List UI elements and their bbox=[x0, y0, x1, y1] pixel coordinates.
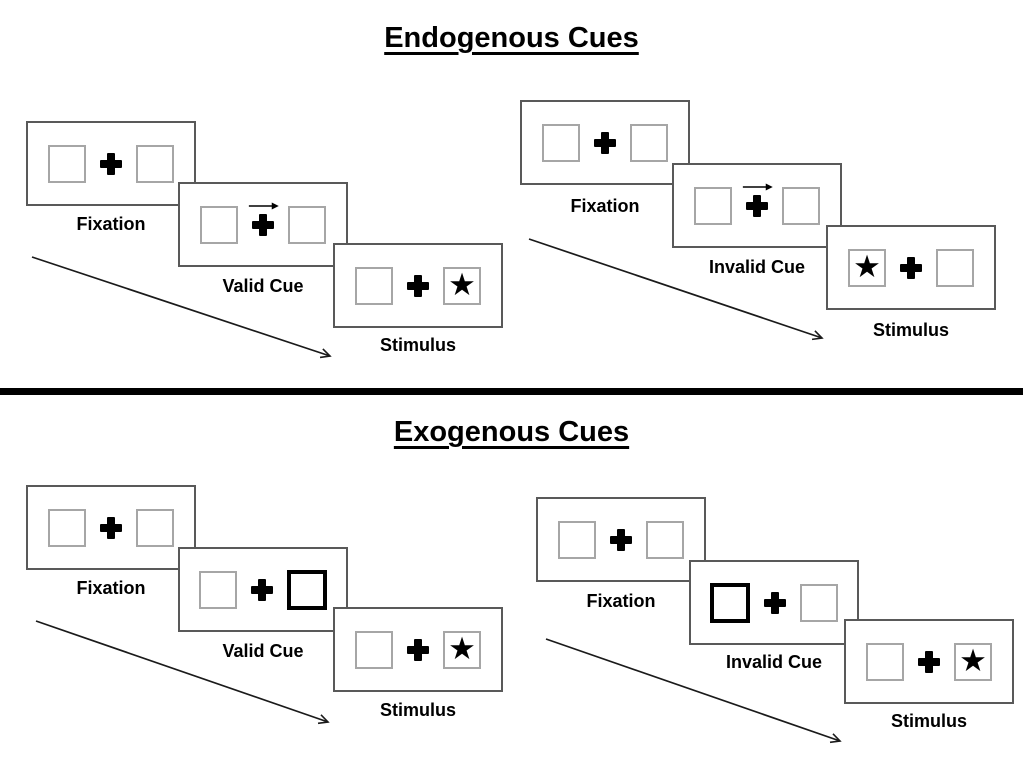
slide-label: Fixation bbox=[76, 214, 146, 234]
time-arrow-endogenous-valid bbox=[31, 256, 332, 359]
left-placeholder-box bbox=[48, 508, 86, 547]
slide-label: Valid Cue bbox=[222, 276, 304, 296]
fixation-cross-icon bbox=[900, 256, 922, 279]
exogenous-cue-box-left bbox=[710, 582, 750, 623]
fixation-cross-icon bbox=[407, 274, 429, 297]
fixation-cross-wrap bbox=[251, 578, 273, 601]
star-icon: ★ bbox=[959, 643, 987, 678]
display-row bbox=[558, 520, 684, 559]
fixation-cross-wrap bbox=[100, 516, 122, 539]
star-icon: ★ bbox=[448, 267, 476, 302]
fixation-cross-wrap bbox=[918, 650, 940, 673]
display-row: ★ bbox=[355, 266, 481, 305]
display-row: ★ bbox=[866, 642, 992, 681]
display-row bbox=[542, 123, 668, 162]
fixation-cross-icon bbox=[610, 528, 632, 551]
slide-label: Stimulus bbox=[890, 711, 967, 731]
slide-label: Fixation bbox=[570, 196, 640, 216]
left-placeholder-box bbox=[355, 266, 393, 305]
fixation-cross-icon bbox=[764, 591, 786, 614]
section-divider bbox=[0, 388, 1023, 395]
exogenous-invalid-stimulus-slide: ★ bbox=[844, 619, 1014, 704]
fixation-cross-wrap bbox=[407, 638, 429, 661]
right-placeholder-box bbox=[136, 508, 174, 547]
fixation-cross-icon bbox=[594, 131, 616, 154]
star-icon: ★ bbox=[853, 249, 881, 284]
right-placeholder-box bbox=[136, 144, 174, 183]
exogenous-valid-stimulus-slide: ★ bbox=[333, 607, 503, 692]
exogenous-invalid-fixation-slide bbox=[536, 497, 706, 582]
star-stimulus-box: ★ bbox=[443, 266, 481, 305]
star-stimulus-box: ★ bbox=[954, 642, 992, 681]
fixation-cross-wrap bbox=[248, 202, 279, 236]
exogenous-valid-cue-slide bbox=[178, 547, 348, 632]
fixation-cross-wrap bbox=[764, 591, 786, 614]
time-arrow-exogenous-valid bbox=[35, 620, 330, 725]
display-row bbox=[48, 508, 174, 547]
right-placeholder-box bbox=[782, 186, 820, 225]
left-placeholder-box bbox=[200, 205, 238, 244]
display-row bbox=[694, 183, 820, 225]
left-placeholder-box bbox=[694, 186, 732, 225]
fixation-cross-wrap bbox=[100, 152, 122, 175]
right-placeholder-box bbox=[800, 583, 838, 622]
star-stimulus-box: ★ bbox=[443, 630, 481, 669]
fixation-cross-wrap bbox=[900, 256, 922, 279]
endogenous-valid-fixation-slide bbox=[26, 121, 196, 206]
left-placeholder-box bbox=[355, 630, 393, 669]
slide-label: Valid Cue bbox=[222, 641, 304, 661]
slide-label: Fixation bbox=[586, 591, 656, 611]
display-row bbox=[200, 202, 326, 244]
slide-label: Stimulus bbox=[872, 320, 949, 340]
left-placeholder-box bbox=[542, 123, 580, 162]
star-stimulus-box: ★ bbox=[848, 248, 886, 287]
display-row bbox=[199, 569, 327, 610]
endogenous-valid-cue-slide bbox=[178, 182, 348, 267]
right-placeholder-box bbox=[646, 520, 684, 559]
fixation-cross-wrap bbox=[742, 183, 773, 217]
endogenous-section-title: Endogenous Cues bbox=[384, 22, 639, 54]
fixation-cross-icon bbox=[746, 194, 768, 217]
slide-label: Fixation bbox=[76, 578, 146, 598]
fixation-cross-icon bbox=[251, 578, 273, 601]
display-row: ★ bbox=[355, 630, 481, 669]
display-row bbox=[710, 582, 838, 623]
arrow-cue-right-icon bbox=[742, 183, 773, 190]
fixation-cross-icon bbox=[407, 638, 429, 661]
slide-label: Invalid Cue bbox=[725, 652, 823, 672]
exogenous-section-title: Exogenous Cues bbox=[393, 416, 630, 448]
exogenous-cue-box-right bbox=[287, 569, 327, 610]
fixation-cross-icon bbox=[918, 650, 940, 673]
exogenous-valid-fixation-slide bbox=[26, 485, 196, 570]
fixation-cross-icon bbox=[100, 516, 122, 539]
slide-label: Stimulus bbox=[379, 700, 456, 720]
endogenous-invalid-fixation-slide bbox=[520, 100, 690, 185]
endogenous-valid-stimulus-slide: ★ bbox=[333, 243, 503, 328]
fixation-cross-wrap bbox=[407, 274, 429, 297]
time-arrow-endogenous-invalid bbox=[528, 238, 824, 341]
endogenous-invalid-stimulus-slide: ★ bbox=[826, 225, 996, 310]
display-row bbox=[48, 144, 174, 183]
fixation-cross-icon bbox=[100, 152, 122, 175]
exogenous-invalid-cue-slide bbox=[689, 560, 859, 645]
fixation-cross-icon bbox=[252, 213, 274, 236]
right-placeholder-box bbox=[630, 123, 668, 162]
right-placeholder-box bbox=[288, 205, 326, 244]
right-placeholder-box bbox=[936, 248, 974, 287]
display-row: ★ bbox=[848, 248, 974, 287]
arrow-cue-right-icon bbox=[248, 202, 279, 209]
star-icon: ★ bbox=[448, 631, 476, 666]
fixation-cross-wrap bbox=[594, 131, 616, 154]
left-placeholder-box bbox=[199, 570, 237, 609]
left-placeholder-box bbox=[48, 144, 86, 183]
left-placeholder-box bbox=[558, 520, 596, 559]
endogenous-invalid-cue-slide bbox=[672, 163, 842, 248]
slide-label: Invalid Cue bbox=[708, 257, 806, 277]
fixation-cross-wrap bbox=[610, 528, 632, 551]
left-placeholder-box bbox=[866, 642, 904, 681]
slide-label: Stimulus bbox=[379, 335, 456, 355]
